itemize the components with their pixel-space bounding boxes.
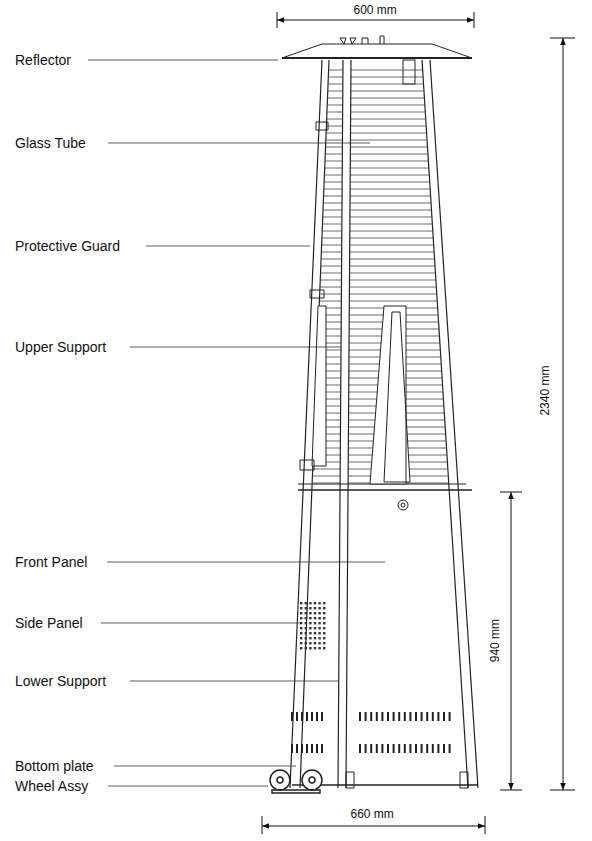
reflector: [282, 44, 472, 58]
vent-dots: [300, 602, 325, 649]
part-label: Front Panel: [15, 555, 87, 570]
glass-tube: [370, 306, 410, 484]
part-label: Lower Support: [15, 674, 106, 689]
part-label: Wheel Assy: [15, 779, 88, 794]
side-tube: [312, 306, 326, 466]
leader-lines: [88, 60, 385, 786]
legs: [290, 60, 478, 788]
part-label: Side Panel: [15, 616, 83, 631]
part-label: Upper Support: [15, 340, 106, 355]
top-bracket: [403, 60, 415, 84]
control-knob: [398, 500, 408, 510]
part-label: Reflector: [15, 53, 71, 68]
guard-grid: [312, 70, 449, 483]
part-label: Glass Tube: [15, 136, 86, 151]
vent-slots: [292, 712, 450, 753]
dimension-label: 2340 mm: [539, 363, 552, 417]
part-label: Bottom plate: [15, 759, 94, 774]
upper-support: [300, 122, 328, 470]
top-fittings: [340, 36, 384, 44]
part-label: Protective Guard: [15, 239, 120, 254]
dimension-label: 940 mm: [489, 616, 502, 663]
dimension-label: 660 mm: [349, 808, 396, 821]
dimension-label: 600 mm: [352, 4, 399, 17]
wheel-assy: [270, 770, 322, 793]
dimension-lines: [262, 12, 575, 834]
